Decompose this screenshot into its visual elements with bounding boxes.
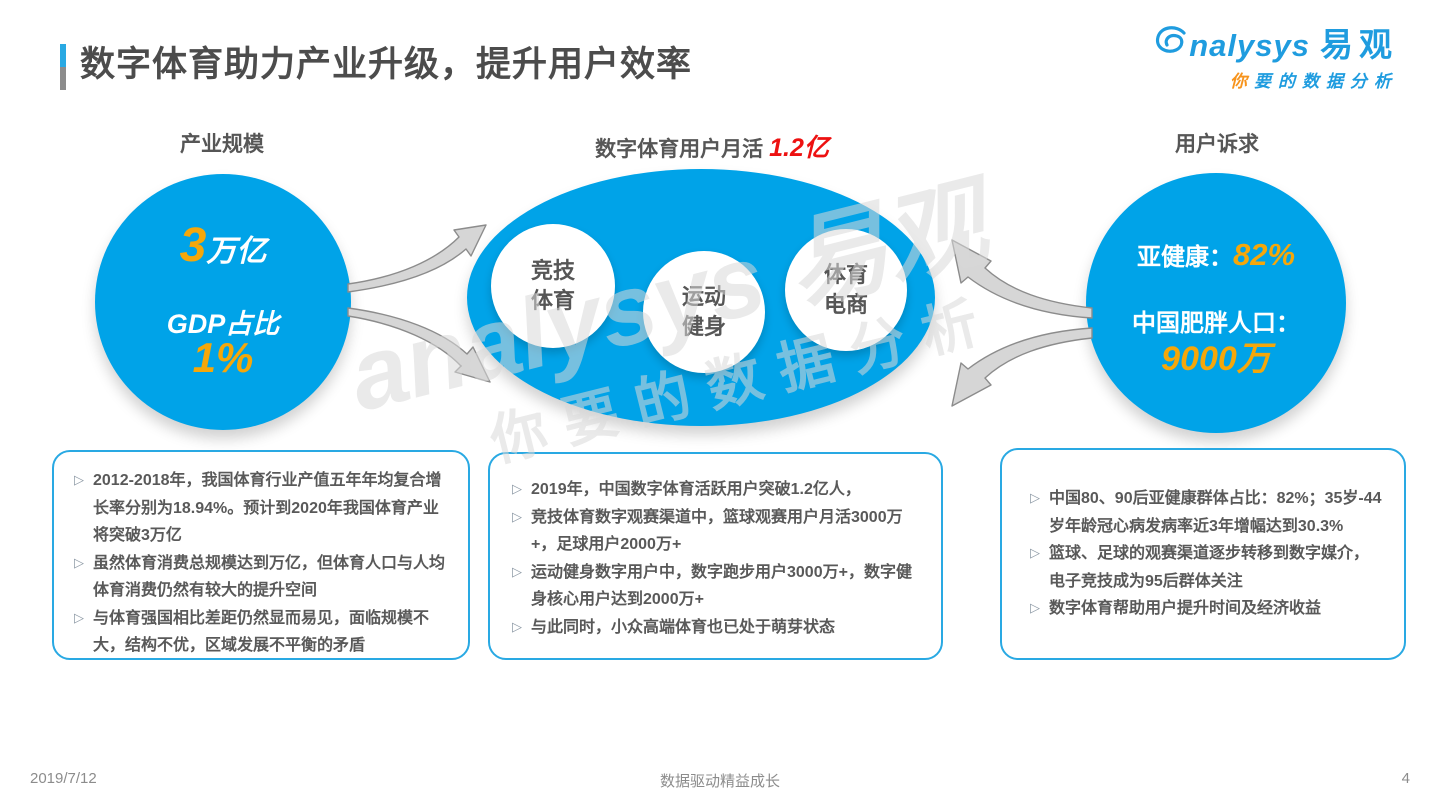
bubble-fitness: 运动 健身 (643, 251, 765, 373)
subhealth-line: 亚健康：82% (1086, 237, 1346, 273)
obesity-value: 9000万 (1086, 331, 1346, 380)
list-item: ▷ 与体育强国相比差距仍然显而易见，面临规模不大，结构不优，区域发展不平衡的矛盾 (74, 605, 452, 660)
bullet-text: 篮球、足球的观赛渠道逐步转移到数字媒介，电子竞技成为95后群体关注 (1049, 545, 1370, 590)
bullet-arrow-icon: ▷ (74, 609, 84, 625)
title-accent-gray (60, 67, 66, 90)
bubble-label: 竞技 (530, 258, 575, 284)
arrow-left-up-icon (347, 224, 487, 293)
bullet-text: 与体育强国相比差距仍然显而易见，面临规模不大，结构不优，区域发展不平衡的矛盾 (93, 609, 430, 655)
subhealth-label: 亚健康： (1136, 244, 1233, 271)
bubble-sports-ecommerce: 体育 电商 (785, 229, 907, 351)
bullet-arrow-icon: ▷ (74, 554, 84, 570)
list-item: ▷ 2019年，中国数字体育活跃用户突破1.2亿人， (512, 476, 919, 504)
header-industry-scale: 产业规模 (180, 133, 264, 156)
bullet-arrow-icon: ▷ (512, 618, 522, 634)
bubble-label: 体育 (530, 288, 575, 313)
gdp-share-percent: 1% (192, 334, 254, 381)
subhealth-value: 82% (1232, 237, 1296, 272)
bullet-arrow-icon: ▷ (74, 472, 84, 487)
header-mau-highlight: 1.2亿 (769, 134, 829, 162)
bullet-arrow-icon: ▷ (1030, 600, 1040, 616)
industry-scale-notes: ▷ 2012-2018年，我国体育行业产值五年年均复合增长率分别为18.94%。预… (52, 450, 470, 660)
bullet-arrow-icon: ▷ (1030, 545, 1040, 561)
arrow-right-down-icon (951, 327, 1093, 407)
bullet-text: 数字体育帮助用户提升时间及经济收益 (1049, 600, 1322, 618)
header-user-demand: 用户诉求 (1175, 133, 1259, 156)
bullet-text: 中国80、90后亚健康群体占比：82%；35岁-44岁年龄冠心病发病率近3年增幅… (1049, 490, 1382, 535)
industry-scale-value: 3万亿 (95, 218, 351, 273)
list-item: ▷ 2012-2018年，我国体育行业产值五年年均复合增长率分别为18.94%。预… (74, 467, 452, 550)
industry-scale-unit: 万亿 (206, 235, 267, 268)
list-item: ▷ 中国80、90后亚健康群体占比：82%；35岁-44岁年龄冠心病发病率近3年增… (1030, 485, 1384, 540)
list-item: ▷ 虽然体育消费总规模达到万亿，但体育人口与人均体育消费仍然有较大的提升空间 (74, 550, 452, 605)
user-demand-notes: ▷ 中国80、90后亚健康群体占比：82%；35岁-44岁年龄冠心病发病率近3年增… (1000, 448, 1406, 660)
gdp-share-value: 1% (95, 334, 351, 382)
bullet-text: 2019年，中国数字体育活跃用户突破1.2亿人， (531, 481, 861, 498)
bullet-text: 运动健身数字用户中，数字跑步用户3000万+，数字健身核心用户达到2000万+ (531, 563, 912, 609)
list-item: ▷ 篮球、足球的观赛渠道逐步转移到数字媒介，电子竞技成为95后群体关注 (1030, 540, 1384, 595)
bullet-text: 与此同时，小众高端体育也已处于萌芽状态 (531, 618, 836, 636)
bubble-label: 健身 (681, 314, 726, 339)
bullet-arrow-icon: ▷ (512, 481, 522, 496)
list-item: ▷ 与此同时，小众高端体育也已处于萌芽状态 (512, 614, 919, 642)
bubble-label: 电商 (823, 292, 868, 317)
arrow-left-down-icon (347, 307, 491, 383)
title-accent-blue (60, 44, 66, 67)
footer-slogan: 数据驱动精益成长 (659, 773, 780, 790)
footer-date: 2019/7/12 (30, 770, 97, 787)
gdp-share-label: GDP占比 (166, 309, 280, 339)
bullet-arrow-icon: ▷ (512, 563, 522, 579)
obesity-label: 中国肥胖人口： (1132, 310, 1300, 337)
logo-swirl-icon (1153, 24, 1187, 61)
bubble-label: 体育 (823, 262, 868, 288)
industry-scale-circle: 3万亿 GDP占比 1% (95, 174, 351, 430)
logo-tagline-rest: 要的数据分析 (1254, 72, 1398, 91)
page-title: 数字体育助力产业升级，提升用户效率 (80, 45, 693, 84)
bullet-text: 虽然体育消费总规模达到万亿，但体育人口与人均体育消费仍然有较大的提升空间 (93, 554, 446, 600)
user-demand-circle: 亚健康：82% 中国肥胖人口： 9000万 (1086, 173, 1346, 433)
list-item: ▷ 数字体育帮助用户提升时间及经济收益 (1030, 595, 1384, 623)
list-item: ▷ 运动健身数字用户中，数字跑步用户3000万+，数字健身核心用户达到2000万+ (512, 559, 919, 614)
list-item: ▷ 竞技体育数字观赛渠道中，篮球观赛用户月活3000万+，足球用户2000万+ (512, 504, 919, 559)
bullet-text: 竞技体育数字观赛渠道中，篮球观赛用户月活3000万+，足球用户2000万+ (531, 508, 903, 554)
bullet-arrow-icon: ▷ (1030, 490, 1040, 506)
obesity-number: 9000万 (1161, 340, 1271, 378)
title-accent-bar (60, 44, 66, 90)
footer-page-number: 4 (1401, 770, 1410, 787)
arrow-right-up-icon (951, 239, 1093, 319)
logo-tagline-first-char: 你 (1230, 72, 1254, 91)
bullet-text: 2012-2018年，我国体育行业产值五年年均复合增长率分别为18.94%。预计… (93, 472, 442, 545)
analysys-logo: nalysys 易观 你要的数据分析 (1153, 24, 1398, 92)
logo-brand-latin: nalysys (1189, 28, 1310, 63)
bubble-competitive-sports: 竞技 体育 (491, 224, 615, 348)
logo-brand-cn: 易观 (1320, 26, 1398, 63)
header-mau-text: 数字体育用户月活 (595, 138, 764, 161)
bullet-arrow-icon: ▷ (512, 508, 522, 524)
logo-tagline: 你要的数据分析 (1153, 67, 1398, 92)
digital-users-notes: ▷ 2019年，中国数字体育活跃用户突破1.2亿人， ▷ 竞技体育数字观赛渠道中，篮… (488, 452, 943, 660)
industry-scale-number: 3 (179, 219, 207, 272)
bubble-label: 运动 (681, 284, 726, 310)
